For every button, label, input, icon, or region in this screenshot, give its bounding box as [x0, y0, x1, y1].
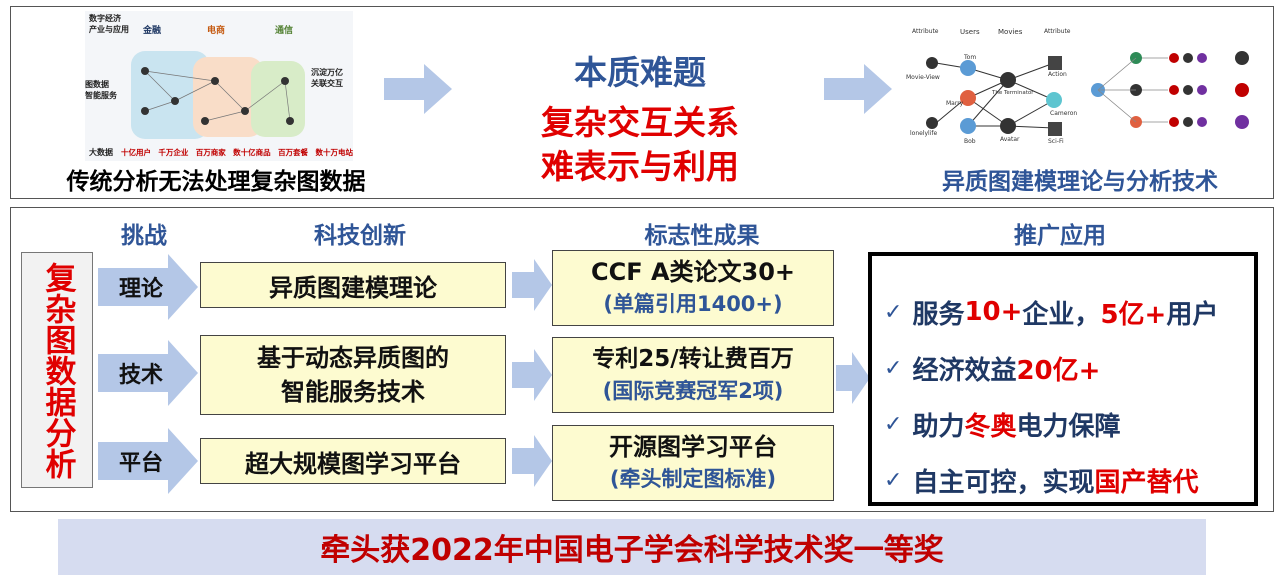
- graph-edges: [144, 70, 291, 122]
- hg-label-users: Users: [960, 28, 980, 36]
- top-arrow-1: [384, 64, 452, 114]
- hg-label-tom: Tom: [964, 54, 977, 61]
- hg-label-movies: Movies: [998, 28, 1023, 36]
- hg-label-lonelylife: lonelylife: [910, 130, 938, 137]
- app-item-domestic: ✓ 自主可控，实现 国产替代: [884, 467, 1199, 498]
- stat-users: 十亿用户: [121, 148, 151, 157]
- hg-right-edges: [1097, 57, 1168, 123]
- heterogeneous-graph-svg: [926, 51, 1249, 136]
- app-item-service: ✓ 服务 10+ 企业， 5亿+ 用户: [884, 297, 1219, 330]
- challenge-arrow-tech: [98, 340, 198, 406]
- hg-label-bob: Bob: [964, 138, 976, 145]
- award-banner: 牵头获2022年中国电子学会科学技术奖一等奖: [58, 519, 1206, 575]
- innovation-theory: 异质图建模理论: [269, 273, 437, 302]
- top-arrow-2: [824, 64, 892, 114]
- graph-nodes: [141, 67, 294, 125]
- check-icon: ✓: [884, 355, 903, 381]
- result-theory-sub: (单篇引用1400+): [603, 292, 783, 316]
- mid-arrow-theory: [512, 259, 552, 311]
- vertical-title-text: 复杂图数据分析: [39, 261, 76, 479]
- hg-label-action: Action: [1048, 71, 1067, 78]
- hg-label-cameron: Cameron: [1050, 110, 1078, 117]
- innovation-tech-line1: 基于动态异质图的: [257, 344, 449, 372]
- heterogeneous-graph-image: Attribute Users Movies Attribute Movie-V…: [906, 18, 1260, 156]
- mid-arrow-tech: [512, 349, 552, 401]
- core-problem-line2: 难表示与利用: [541, 147, 739, 186]
- award-text: 牵头获2022年中国电子学会科学技术奖一等奖: [320, 533, 944, 568]
- header-application: 推广应用: [1014, 223, 1106, 249]
- right-label-interactions: 沉淀万亿 关联交互: [311, 68, 343, 88]
- right-caption: 异质图建模理论与分析技术: [942, 169, 1218, 195]
- challenge-arrow-theory: [98, 254, 198, 320]
- result-platform-main: 开源图学习平台: [609, 433, 777, 461]
- innovation-theory-box: 异质图建模理论: [200, 262, 506, 308]
- stat-enterprises: 千万企业: [158, 148, 189, 157]
- innovation-platform: 超大规模图学习平台: [245, 449, 461, 478]
- result-platform-sub: (牵头制定图标准): [609, 467, 777, 491]
- applications-box: ✓ 服务 10+ 企业， 5亿+ 用户 ✓ 经济效益 20亿+ ✓ 助力 冬奥 …: [868, 252, 1258, 506]
- sector-finance: 金融: [143, 26, 162, 36]
- check-icon: ✓: [884, 467, 903, 493]
- hg-right-network: [1091, 51, 1249, 129]
- result-theory-box: CCF A类论文30+ (单篇引用1400+): [552, 250, 834, 326]
- industry-graph-image: 数字经济 产业与应用 图数据 智能服务 金融 电商 通信 沉淀万亿 关联交互 大…: [85, 11, 353, 161]
- result-tech-box: 专利25/转让费百万 (国际竞赛冠军2项): [552, 337, 834, 413]
- innovation-platform-box: 超大规模图学习平台: [200, 438, 506, 484]
- app-item-olympics: ✓ 助力 冬奥 电力保障: [884, 411, 1121, 442]
- check-icon: ✓: [884, 299, 903, 325]
- challenge-tech: 技术: [118, 363, 163, 388]
- industry-graph-svg: [131, 51, 305, 139]
- hg-label-marry: Marry: [946, 100, 964, 107]
- mid-arrow-platform: [512, 435, 552, 487]
- core-problem-line1: 复杂交互关系: [541, 103, 739, 142]
- app-item-economic: ✓ 经济效益 20亿+: [884, 355, 1101, 386]
- left-label-digital-economy: 数字经济 产业与应用: [89, 14, 129, 34]
- challenge-platform: 平台: [118, 451, 163, 476]
- hg-nodes: [926, 56, 1062, 136]
- stat-stations: 数十万电站: [315, 148, 353, 157]
- hg-label-movie-view: Movie-View: [906, 74, 940, 81]
- hg-label-attribute-right: Attribute: [1044, 28, 1071, 35]
- app-arrow: [836, 352, 870, 404]
- innovation-tech-line2: 智能服务技术: [281, 378, 425, 406]
- core-problem-title: 本质难题: [574, 53, 706, 92]
- finance-cluster: [131, 51, 209, 139]
- ecommerce-cluster: [193, 57, 263, 137]
- check-icon: ✓: [884, 411, 903, 437]
- header-innovation: 科技创新: [314, 223, 406, 249]
- telecom-cluster: [251, 61, 305, 137]
- result-theory-main: CCF A类论文30+: [590, 258, 796, 286]
- header-results: 标志性成果: [644, 223, 760, 249]
- left-caption: 传统分析无法处理复杂图数据: [66, 169, 366, 195]
- hg-label-scifi: Sci-Fi: [1048, 138, 1064, 145]
- hg-label-attribute-left: Attribute: [912, 28, 939, 35]
- header-challenge: 挑战: [121, 223, 167, 249]
- sector-telecom: 通信: [275, 26, 294, 36]
- challenge-theory: 理论: [118, 277, 163, 302]
- hg-label-terminator: The Terminator: [992, 90, 1034, 96]
- stat-merchants: 百万商家: [195, 148, 226, 157]
- result-tech-sub: (国际竞赛冠军2项): [602, 379, 784, 403]
- result-tech-main: 专利25/转让费百万: [592, 346, 794, 372]
- hg-label-avatar: Avatar: [1000, 136, 1020, 143]
- stats-row: 十亿用户 千万企业 百万商家 数十亿商品 百万套餐 数十万电站: [121, 147, 353, 158]
- innovation-tech-box: 基于动态异质图的 智能服务技术: [200, 335, 506, 415]
- big-data-label: 大数据: [89, 148, 113, 157]
- stat-packages: 百万套餐: [278, 148, 309, 157]
- stat-goods: 数十亿商品: [233, 148, 271, 157]
- sector-ecommerce: 电商: [207, 26, 226, 36]
- result-platform-box: 开源图学习平台 (牵头制定图标准): [552, 425, 834, 501]
- challenge-arrow-platform: [98, 428, 198, 494]
- vertical-title: 复杂图数据分析: [21, 252, 93, 488]
- left-label-graph-service: 图数据 智能服务: [85, 80, 117, 100]
